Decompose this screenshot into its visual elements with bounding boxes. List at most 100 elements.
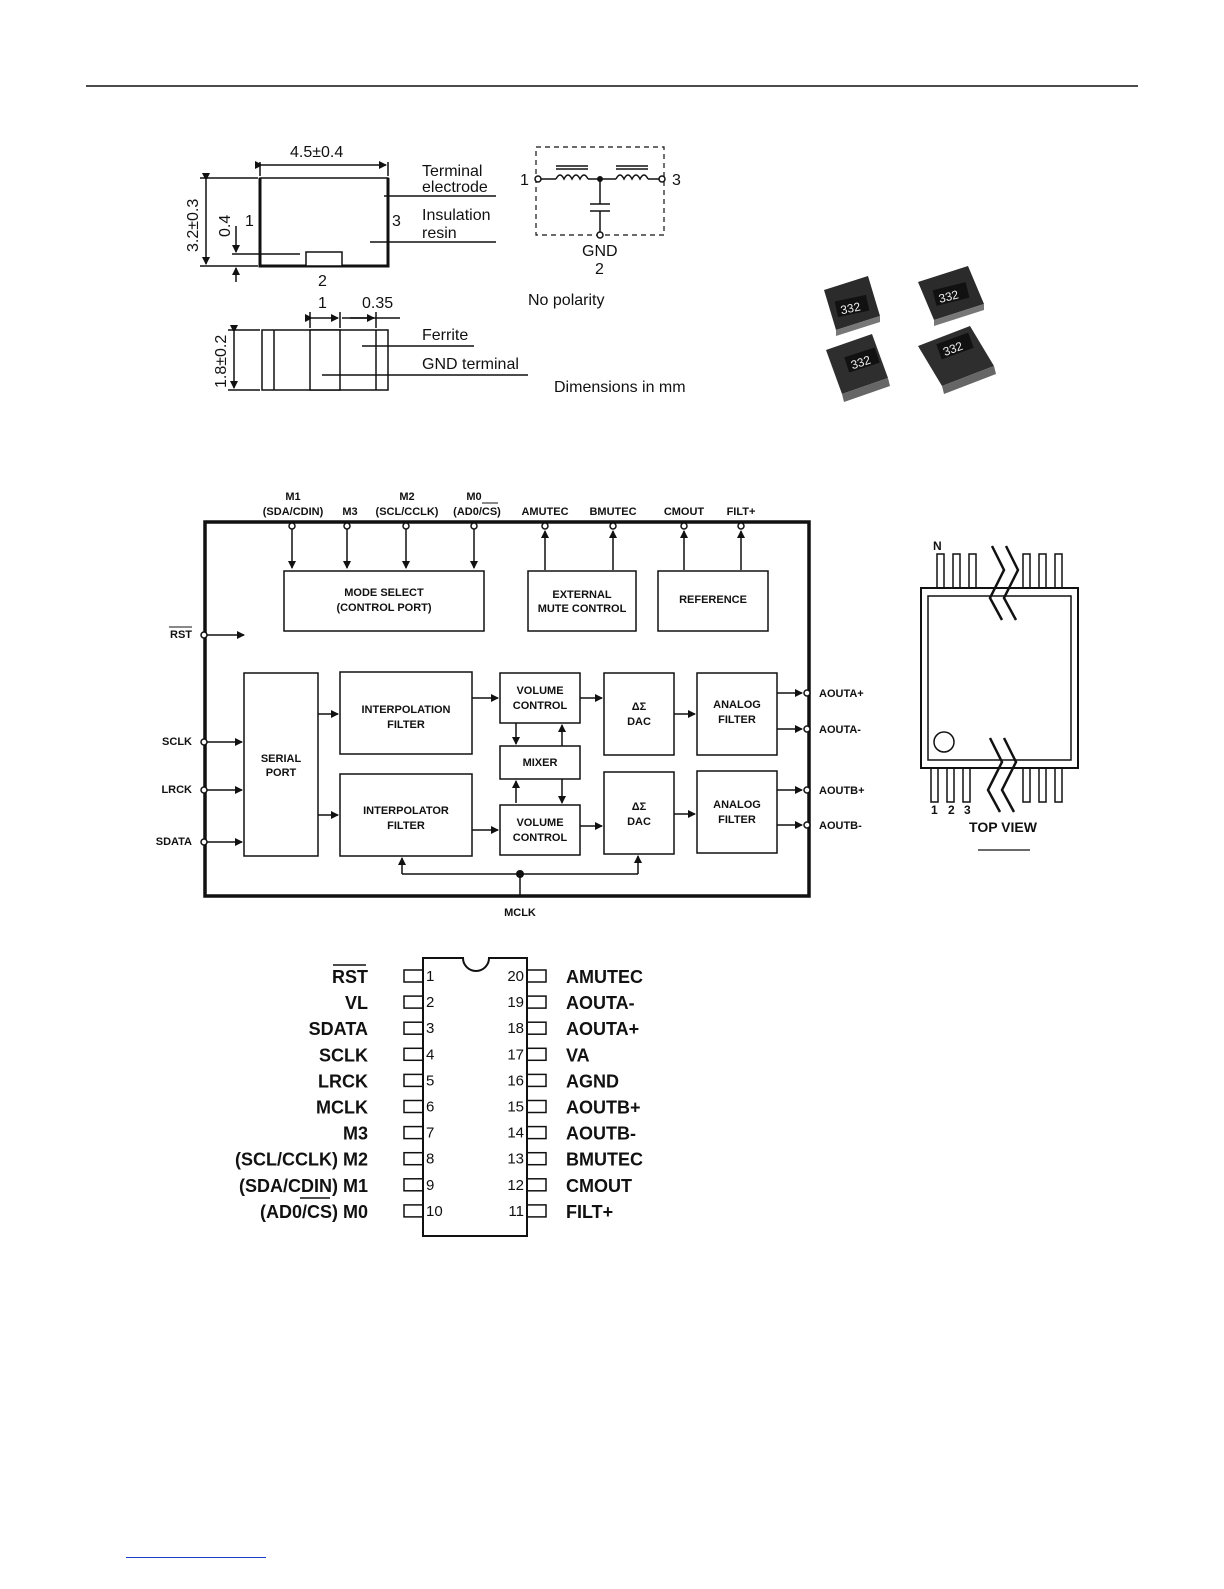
package-top-view: N 1 2 3 TOP VIEW — [920, 539, 1079, 851]
svg-text:REFERENCE: REFERENCE — [679, 594, 747, 606]
svg-text:INTERPOLATOR: INTERPOLATOR — [363, 805, 449, 817]
pin-pad-left — [403, 1021, 424, 1035]
inductor-left — [555, 174, 589, 181]
pin-number: 11 — [508, 1203, 524, 1220]
pin-number: 18 — [507, 1020, 524, 1037]
svg-text:FILTER: FILTER — [718, 714, 756, 726]
pin-pad-right — [526, 969, 547, 983]
sig-filt: FILT+ — [727, 506, 756, 518]
photo-chip-1: 332 — [824, 276, 880, 336]
pin-number: 14 — [507, 1125, 524, 1142]
pin-name: (SCL/CCLK) M2 — [235, 1150, 368, 1170]
block-volume-control-b — [499, 804, 581, 856]
pin-pad-left — [403, 1178, 424, 1192]
schematic-gnd: GND — [582, 243, 618, 260]
filter-mechanical-drawing: 4.5±0.4 3.2±0.3 0.4 1 3 2 Terminal elect… — [185, 144, 686, 396]
schematic-pin1: 1 — [520, 172, 529, 189]
svg-text:ΔΣ: ΔΣ — [632, 701, 647, 713]
terminal-label-1: Terminal — [422, 163, 482, 180]
sig-m0: M0 — [466, 491, 481, 503]
pin-number: 2 — [426, 994, 434, 1011]
pin2-label: 2 — [318, 273, 327, 290]
sig-aoutb-plus: AOUTB+ — [819, 785, 865, 797]
sig-m3: M3 — [342, 506, 357, 518]
package-bottom-leads — [930, 767, 1063, 803]
svg-text:VOLUME: VOLUME — [516, 817, 563, 829]
chip-outline — [203, 520, 811, 898]
pin-number: 9 — [426, 1177, 434, 1194]
gnd-terminal-band — [309, 329, 341, 391]
sig-amutec: AMUTEC — [521, 506, 568, 518]
pin-name: SCLK — [319, 1045, 368, 1065]
schematic-pin3: 3 — [672, 172, 681, 189]
svg-text:332: 332 — [937, 287, 960, 306]
gnd-pad — [305, 251, 343, 267]
pin-pad-left — [403, 1125, 424, 1140]
pin-number: 20 — [507, 968, 524, 985]
pin-name: MCLK — [316, 1098, 368, 1118]
sig-m0-alt: (AD0/CS) — [453, 506, 501, 518]
pin-pad-right — [526, 1047, 547, 1062]
block-interpolation-filter-a — [339, 671, 473, 755]
pin-number: 10 — [426, 1203, 443, 1220]
pin-pad-right — [526, 1204, 547, 1218]
pin-name: AOUTB+ — [566, 1098, 641, 1118]
dip-package-body — [422, 957, 528, 1237]
package-top-view-label: TOP VIEW — [969, 819, 1038, 835]
sig-mclk: MCLK — [504, 907, 536, 919]
pin-pad-left — [403, 1151, 424, 1166]
pin-pad-left — [403, 1099, 424, 1114]
svg-text:ΔΣ: ΔΣ — [632, 801, 647, 813]
pin1-indicator — [933, 731, 955, 753]
package-pin-3: 3 — [964, 803, 971, 817]
break-mark-bottom — [986, 737, 1004, 813]
dim-gap: 0.35 — [362, 295, 393, 312]
package-top-leads — [936, 553, 1063, 589]
sig-cmout: CMOUT — [664, 506, 705, 518]
svg-text:FILTER: FILTER — [387, 820, 425, 832]
svg-text:332: 332 — [849, 353, 873, 373]
block-analog-filter-b — [696, 770, 778, 854]
svg-text:CONTROL: CONTROL — [513, 832, 568, 844]
inductor-right — [615, 174, 649, 181]
svg-text:MODE SELECT: MODE SELECT — [344, 587, 424, 599]
pin-pad-right — [526, 1151, 547, 1166]
svg-text:ANALOG: ANALOG — [713, 699, 761, 711]
svg-text:MIXER: MIXER — [523, 757, 558, 769]
insulation-label-1: Insulation — [422, 207, 491, 224]
block-reference — [657, 570, 769, 632]
package-n-label: N — [933, 539, 942, 553]
sig-aouta-minus: AOUTA- — [819, 724, 861, 736]
pin-number: 16 — [507, 1072, 524, 1089]
pin-name: VA — [566, 1045, 590, 1065]
sig-sclk: SCLK — [162, 736, 192, 748]
block-volume-control-a — [499, 672, 581, 724]
svg-text:SERIAL: SERIAL — [261, 753, 302, 765]
pin-number: 4 — [426, 1046, 434, 1063]
block-dac-a — [603, 672, 675, 756]
dim-gnd-width: 1 — [318, 295, 327, 312]
pin-name: AMUTEC — [566, 967, 643, 987]
block-analog-filter-a — [696, 672, 778, 756]
svg-text:CONTROL: CONTROL — [513, 700, 568, 712]
pinout-pins: 1RST2VL3SDATA4SCLK5LRCK6MCLK7M38(SCL/CCL… — [235, 967, 643, 1222]
pin-name: BMUTEC — [566, 1150, 643, 1170]
filter-schematic: 1 3 GND 2 No polarity — [520, 146, 681, 309]
sig-m1-alt: (SDA/CDIN) — [263, 506, 324, 518]
svg-text:VOLUME: VOLUME — [516, 685, 563, 697]
pin-pad-right — [526, 995, 547, 1009]
pin-number: 17 — [507, 1046, 524, 1063]
sig-aoutb-minus: AOUTB- — [819, 820, 862, 832]
pin-number: 19 — [507, 994, 524, 1011]
pinout-diagram: 1RST2VL3SDATA4SCLK5LRCK6MCLK7M38(SCL/CCL… — [235, 957, 643, 1237]
svg-text:FILTER: FILTER — [387, 719, 425, 731]
pin-pad-right — [526, 1021, 547, 1035]
dim-gnd-height: 0.4 — [217, 215, 234, 237]
package-pin-1: 1 — [931, 803, 938, 817]
block-external-mute — [527, 570, 637, 632]
svg-text:ANALOG: ANALOG — [713, 799, 761, 811]
sig-aouta-plus: AOUTA+ — [819, 688, 864, 700]
break-mark-top — [988, 545, 1006, 621]
pin-number: 3 — [426, 1020, 434, 1037]
